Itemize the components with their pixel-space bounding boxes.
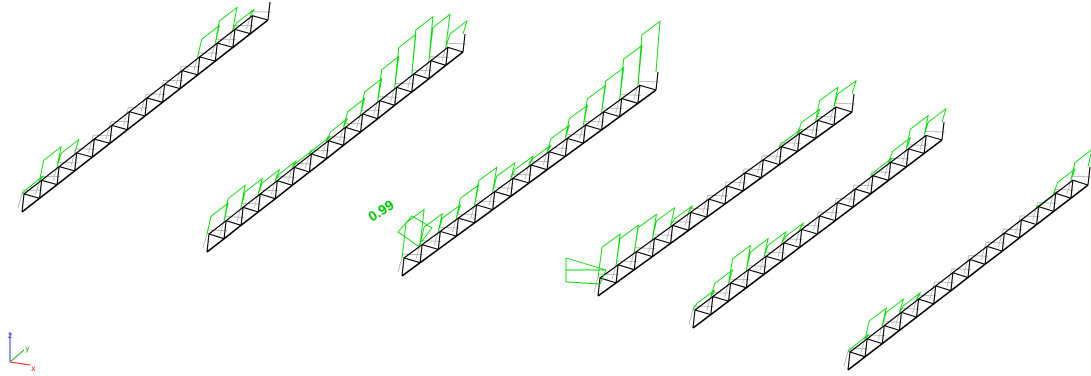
frame-3-web-members [401, 71, 659, 277]
frame-5-web-members [692, 121, 945, 329]
frame-6 [843, 149, 1091, 371]
frame-1-web-members [21, 1, 271, 213]
frame-4-web-members [597, 93, 855, 297]
frame-4-ghost [593, 102, 856, 293]
frame-2-bottom-chord [206, 51, 464, 253]
frame-4-top-chord [599, 106, 837, 279]
frame-4-result-diagram [597, 79, 857, 279]
max-value-label: 0.99 [365, 196, 397, 224]
frame-1-result-diagram [21, 6, 255, 195]
axis-triad: z y x [8, 331, 36, 373]
frame-2 [202, 13, 468, 253]
annotation-box [397, 215, 433, 247]
frame-2-result-diagram [206, 13, 468, 235]
frame-3-result-diagram [401, 20, 661, 259]
frames-layer [17, 1, 1091, 371]
frame-5-top-chord [694, 134, 927, 311]
x-axis-line [9, 361, 31, 366]
z-axis-label: z [8, 331, 12, 340]
x-axis-label: x [31, 364, 36, 373]
frame-1-top-chord [23, 15, 253, 195]
frame-5 [688, 107, 947, 329]
y-axis-label: y [25, 344, 30, 353]
frame-6-web-members [847, 166, 1091, 371]
frame-4 [593, 79, 857, 297]
frame-2-web-members [206, 33, 466, 253]
frame-3 [397, 20, 661, 277]
y-axis-line [9, 349, 25, 363]
frame-3-top-chord [403, 84, 641, 259]
frame-5-result-diagram [692, 107, 947, 311]
frame-3-ghost [397, 80, 660, 273]
frame-4-end-diagram [565, 257, 607, 285]
frame-1 [17, 1, 272, 213]
frame-6-top-chord [849, 179, 1074, 353]
